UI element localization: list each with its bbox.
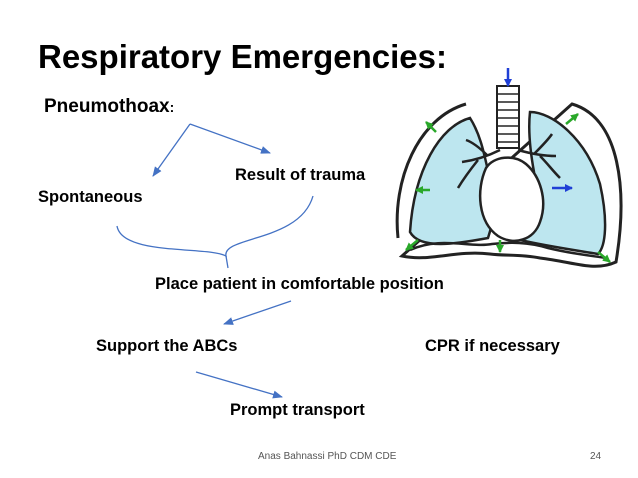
heart — [478, 156, 545, 242]
branch-spontaneous: Spontaneous — [38, 188, 143, 206]
brace-tip — [225, 255, 229, 269]
arrow-lung-top-left — [425, 121, 437, 133]
chest-outline — [395, 102, 623, 268]
arrow-lung-top-right — [565, 113, 579, 125]
arrow-to-transport — [195, 371, 283, 399]
slide-title: Respiratory Emergencies: — [38, 38, 448, 75]
step-position: Place patient in comfortable position — [155, 275, 444, 293]
brace — [116, 195, 314, 258]
subtitle-text: Pneumothoax — [44, 96, 170, 117]
slide-subtitle: Pneumothoax: — [44, 96, 174, 118]
step-abcs: Support the ABCs — [96, 337, 238, 355]
trachea — [496, 85, 520, 149]
bronchus-right — [517, 133, 561, 179]
arrow-to-abcs — [223, 300, 292, 325]
arrow-to-spontaneous — [152, 123, 191, 177]
step-cpr: CPR if necessary — [425, 337, 560, 355]
branch-trauma: Result of trauma — [235, 166, 366, 184]
footer-author: Anas Bahnassi PhD CDM CDE — [258, 451, 397, 462]
diaphragm — [409, 241, 607, 260]
step-transport: Prompt transport — [230, 401, 365, 419]
arrow-bottom-right — [597, 251, 611, 263]
bronchus-left — [456, 138, 501, 189]
page-number: 24 — [590, 451, 602, 462]
subtitle-colon: : — [169, 99, 175, 115]
arrow-bottom-left — [405, 239, 419, 251]
arrow-to-trauma — [189, 123, 271, 154]
